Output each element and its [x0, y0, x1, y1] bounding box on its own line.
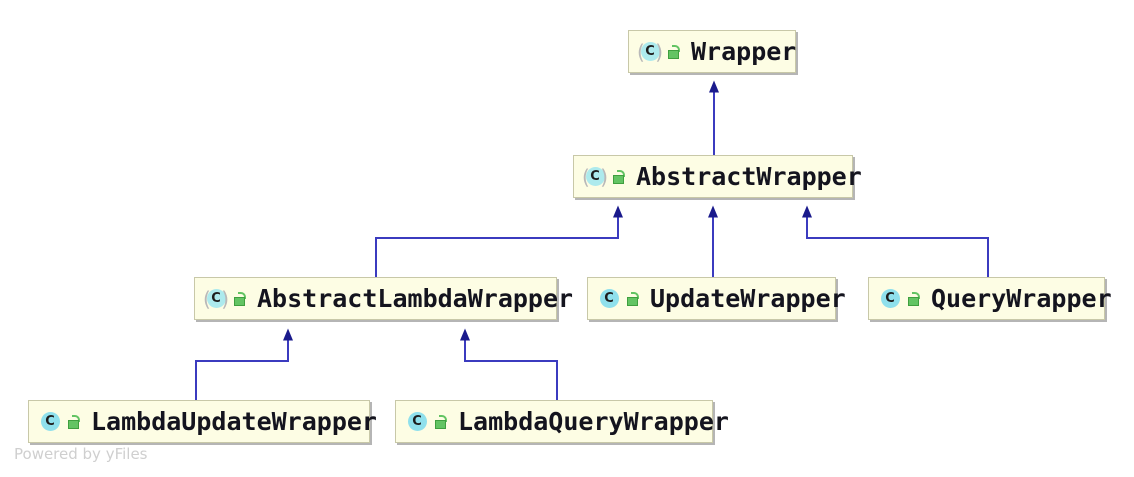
- node-icon-group: C: [877, 286, 921, 312]
- class-icon-letter: C: [412, 413, 422, 429]
- edge-lambda-query-wrapper-to-abstract-lambda-wrapper: [460, 328, 558, 400]
- class-icon-letter: C: [604, 290, 614, 306]
- node-icon-group: ( C ): [203, 286, 247, 312]
- unlocked-padlock-icon: [434, 414, 448, 430]
- padlock-body: [908, 296, 919, 306]
- class-node-label: AbstractLambdaWrapper: [257, 284, 574, 313]
- class-icon: ( C ): [582, 164, 608, 190]
- class-icon-disc: [586, 166, 605, 186]
- class-icon: ( C ): [637, 39, 663, 65]
- class-icon: C: [596, 286, 622, 312]
- class-icon-letter: C: [645, 43, 655, 59]
- node-icon-group: ( C ): [582, 164, 626, 190]
- class-node-lambda-update-wrapper[interactable]: C LambdaUpdateWrapper: [28, 400, 377, 443]
- class-icon: ( C ): [203, 286, 229, 312]
- edge-query-wrapper-to-abstract-wrapper: [802, 205, 989, 277]
- class-icon: C: [877, 286, 903, 312]
- class-node-abstract-wrapper[interactable]: ( C ) AbstractWrapper: [573, 155, 862, 198]
- yfiles-watermark: Powered by yFiles: [14, 445, 148, 463]
- class-node-label: AbstractWrapper: [636, 162, 862, 191]
- abstract-paren-right: ): [221, 286, 229, 311]
- class-node-label: Wrapper: [691, 37, 797, 66]
- class-icon-disc: [41, 411, 60, 431]
- class-icon-letter: C: [590, 168, 600, 184]
- abstract-paren-right: ): [600, 164, 608, 189]
- padlock-shackle: [912, 291, 920, 299]
- node-icon-group: C: [596, 286, 640, 312]
- class-node-wrapper[interactable]: ( C ) Wrapper: [628, 30, 796, 73]
- unlocked-padlock-icon: [907, 291, 921, 307]
- padlock-shackle: [238, 291, 246, 299]
- abstract-paren-left: (: [582, 165, 590, 189]
- padlock-shackle: [439, 414, 447, 422]
- node-icon-group: C: [37, 409, 81, 435]
- class-node-update-wrapper[interactable]: C UpdateWrapper: [587, 277, 846, 320]
- class-icon-letter: C: [45, 413, 55, 429]
- padlock-body: [234, 296, 245, 306]
- class-icon-disc: [207, 288, 226, 308]
- class-icon-disc: [408, 411, 427, 431]
- abstract-paren-right: ): [655, 39, 663, 64]
- unlocked-padlock-icon: [667, 44, 681, 60]
- edge-lambda-update-wrapper-to-abstract-lambda-wrapper: [195, 328, 293, 400]
- class-node-lambda-query-wrapper[interactable]: C LambdaQueryWrapper: [395, 400, 729, 443]
- padlock-shackle: [72, 414, 80, 422]
- class-node-label: LambdaUpdateWrapper: [91, 407, 377, 436]
- padlock-shackle: [672, 44, 680, 52]
- abstract-paren-left: (: [637, 40, 645, 64]
- padlock-body: [668, 49, 679, 59]
- padlock-shackle: [631, 291, 639, 299]
- edge-abstract-lambda-wrapper-to-abstract-wrapper: [375, 205, 623, 277]
- class-icon: C: [404, 409, 430, 435]
- unlocked-padlock-icon: [67, 414, 81, 430]
- padlock-body: [435, 419, 446, 429]
- class-node-query-wrapper[interactable]: C QueryWrapper: [868, 277, 1112, 320]
- unlocked-padlock-icon: [233, 291, 247, 307]
- class-node-label: QueryWrapper: [931, 284, 1112, 313]
- unlocked-padlock-icon: [626, 291, 640, 307]
- class-icon-disc: [600, 288, 619, 308]
- class-node-label: UpdateWrapper: [650, 284, 846, 313]
- class-node-label: LambdaQueryWrapper: [458, 407, 729, 436]
- padlock-body: [627, 296, 638, 306]
- unlocked-padlock-icon: [612, 169, 626, 185]
- node-icon-group: ( C ): [637, 39, 681, 65]
- class-node-abstract-lambda-wrapper[interactable]: ( C ) AbstractLambdaWrapper: [194, 277, 573, 320]
- class-icon-letter: C: [885, 290, 895, 306]
- class-icon-letter: C: [211, 290, 221, 306]
- class-icon: C: [37, 409, 63, 435]
- node-icon-group: C: [404, 409, 448, 435]
- class-icon-disc: [641, 41, 660, 61]
- abstract-paren-left: (: [203, 287, 211, 311]
- padlock-shackle: [617, 169, 625, 177]
- padlock-body: [68, 419, 79, 429]
- padlock-body: [613, 174, 624, 184]
- class-icon-disc: [881, 288, 900, 308]
